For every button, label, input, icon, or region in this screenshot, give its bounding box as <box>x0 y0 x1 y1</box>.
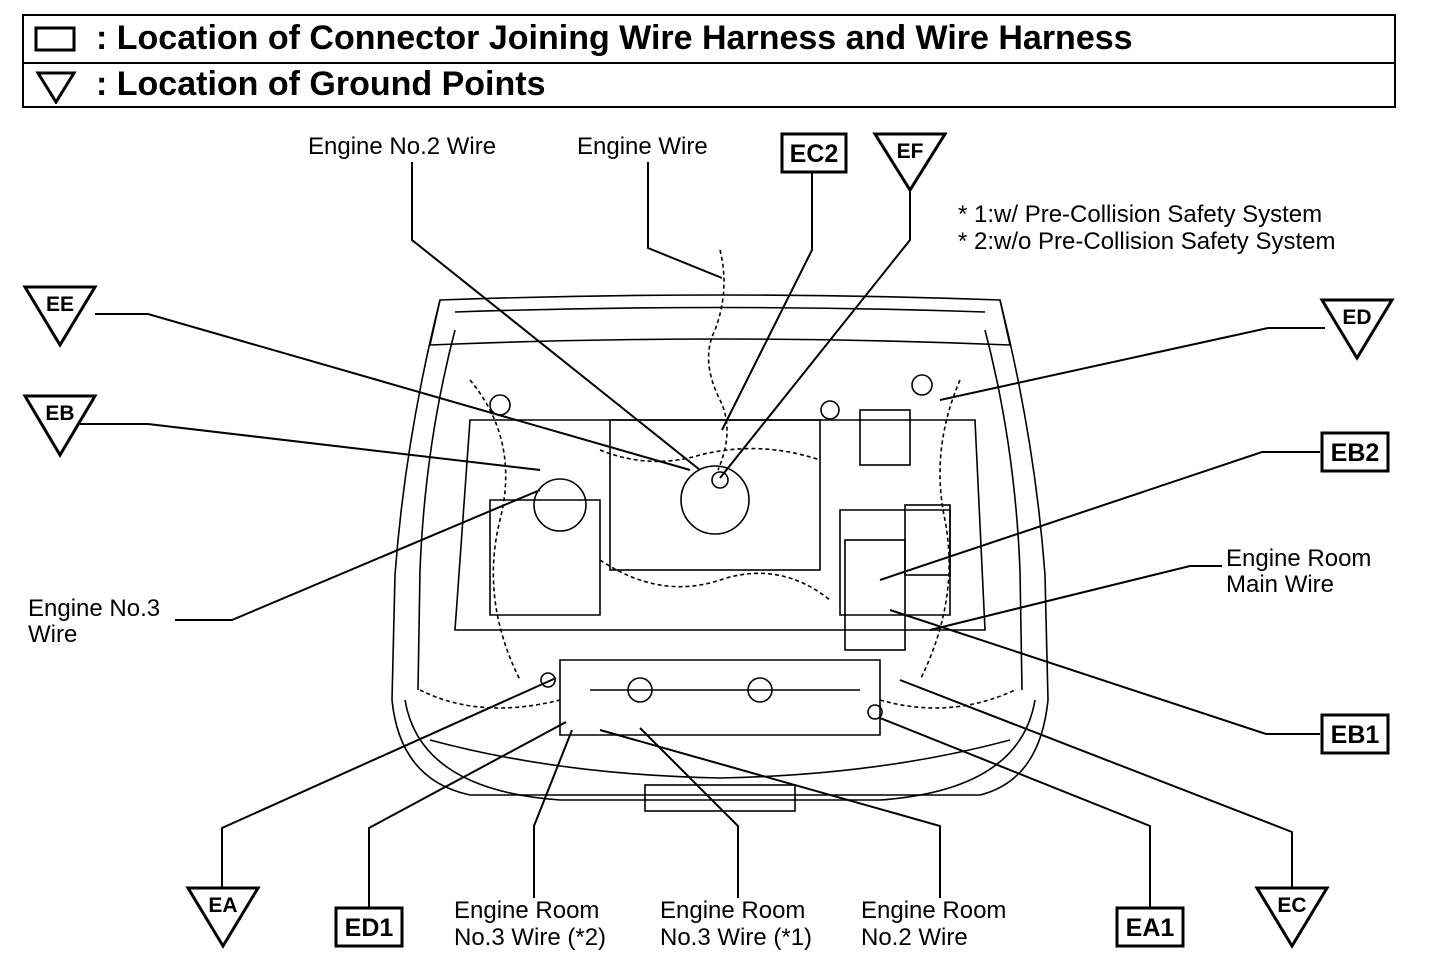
ground-tag-ee: EE <box>22 285 98 348</box>
leader-er-no2 <box>599 729 941 898</box>
leader-engine-wire <box>647 162 723 279</box>
label-engine-wire: Engine Wire <box>577 133 708 160</box>
leader-er-no3-2 <box>533 729 573 898</box>
leader-ec <box>899 679 1293 888</box>
leader-ec2 <box>721 172 813 431</box>
ground-tag-ef: EF <box>872 132 948 193</box>
connector-tag-eb2: EB2 <box>1320 431 1390 473</box>
leader-ea1 <box>879 717 1151 908</box>
vehicle-illustration <box>391 249 1049 812</box>
label-er-no2-line1: Engine Room <box>861 897 1006 924</box>
connector-label-ec2: EC2 <box>790 140 839 168</box>
connector-tag-ea1: EA1 <box>1115 906 1185 948</box>
ground-label-ec: EC <box>1277 894 1306 917</box>
leader-eb1 <box>889 609 1320 735</box>
ground-label-ea: EA <box>208 894 237 917</box>
label-engine-no2-wire: Engine No.2 Wire <box>308 133 496 160</box>
ground-label-ed: ED <box>1342 306 1371 329</box>
leader-er-no3-1 <box>639 727 739 898</box>
connector-tag-ed1: ED1 <box>334 906 404 948</box>
leader-ef <box>719 190 911 479</box>
leader-ea <box>221 677 557 890</box>
ground-tag-ea: EA <box>185 886 261 949</box>
legend-ground-text: : Location of Ground Points <box>96 65 546 103</box>
ground-label-eb: EB <box>45 402 74 425</box>
ground-label-ee: EE <box>46 293 74 316</box>
label-engine-room-main-line2: Main Wire <box>1226 571 1334 598</box>
leader-engine-no2-wire <box>411 162 701 471</box>
leader-engine-room-main <box>929 565 1222 631</box>
legend-row-connector: : Location of Connector Joining Wire Har… <box>24 16 1394 64</box>
label-er-no3-1-line2: No.3 Wire (*1) <box>660 924 812 951</box>
leader-ed <box>939 327 1325 401</box>
note-pre-collision-without: * 2:w/o Pre-Collision Safety System <box>958 228 1335 255</box>
legend-row-ground: : Location of Ground Points <box>24 62 1394 108</box>
connector-label-eb1: EB1 <box>1331 721 1380 749</box>
connector-label-eb2: EB2 <box>1331 439 1380 467</box>
connector-tag-eb1: EB1 <box>1320 713 1390 755</box>
leader-eb <box>80 423 541 471</box>
label-er-no3-2-line2: No.3 Wire (*2) <box>454 924 606 951</box>
label-engine-no3-wire-line2: Wire <box>28 621 77 648</box>
connector-label-ea1: EA1 <box>1126 914 1175 942</box>
leader-eb2 <box>879 451 1320 581</box>
legend-connector-text: : Location of Connector Joining Wire Har… <box>96 19 1133 57</box>
label-er-no3-2-line1: Engine Room <box>454 897 599 924</box>
connector-label-ed1: ED1 <box>345 914 394 942</box>
leader-lines <box>80 162 1325 908</box>
square-icon <box>34 26 76 52</box>
label-engine-room-main-line1: Engine Room <box>1226 545 1371 572</box>
note-pre-collision-with: * 1:w/ Pre-Collision Safety System <box>958 201 1322 228</box>
ground-tag-ed: ED <box>1319 298 1395 361</box>
leader-ee <box>95 313 691 471</box>
triangle-icon <box>35 71 77 104</box>
legend: : Location of Connector Joining Wire Har… <box>22 14 1396 108</box>
label-engine-no3-wire-line1: Engine No.3 <box>28 595 160 622</box>
leader-engine-no3-wire <box>175 489 541 621</box>
leader-ed1 <box>368 721 567 908</box>
connector-tag-ec2: EC2 <box>780 132 848 174</box>
label-er-no2-line2: No.2 Wire <box>861 924 968 951</box>
ground-tag-eb: EB <box>22 394 98 458</box>
ground-label-ef: EF <box>897 140 924 163</box>
label-er-no3-1-line1: Engine Room <box>660 897 805 924</box>
ground-tag-ec: EC <box>1254 886 1330 949</box>
